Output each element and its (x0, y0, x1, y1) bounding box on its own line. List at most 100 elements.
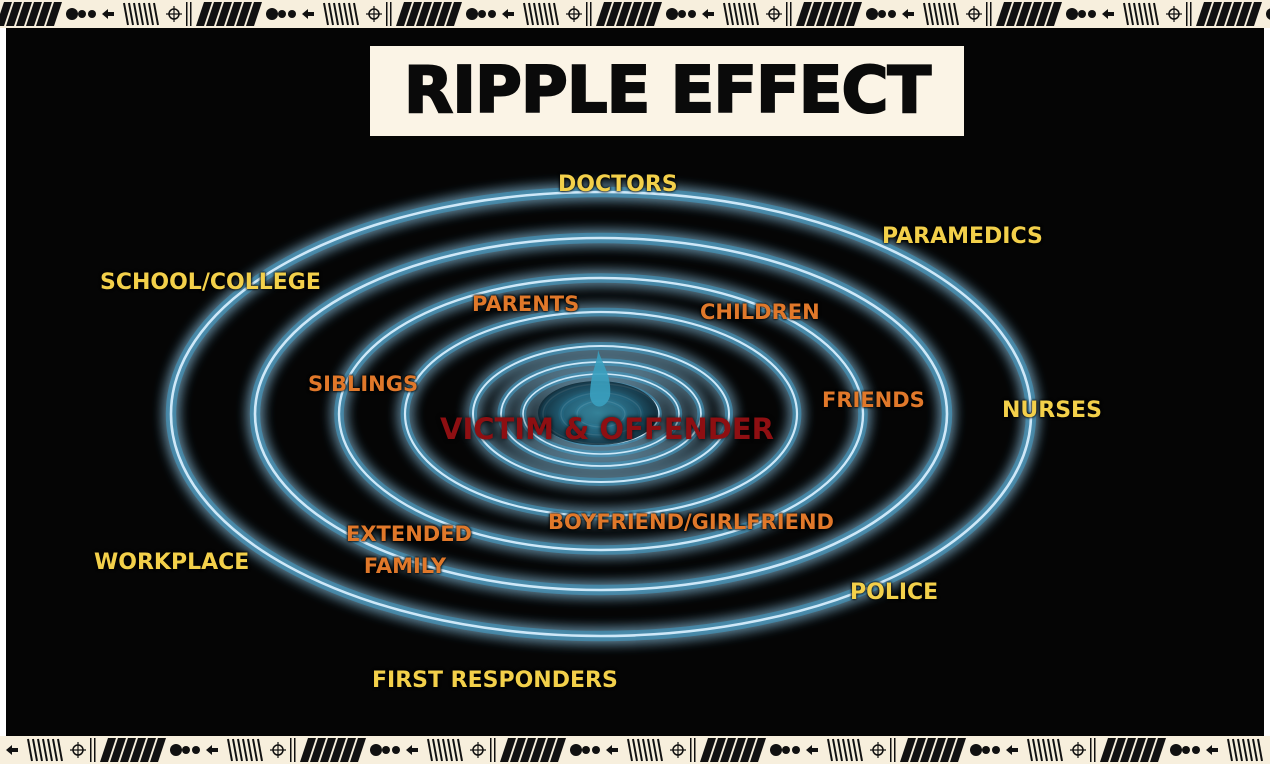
arrow-icon (1206, 745, 1218, 755)
pattern-strip (0, 736, 1270, 764)
lines-icon (1258, 739, 1262, 761)
divider (894, 738, 896, 762)
crosshair-icon (166, 6, 182, 22)
lines-icon (144, 3, 148, 25)
divider (186, 2, 188, 26)
lines-icon (529, 3, 533, 25)
lines-icon (754, 3, 758, 25)
divider (890, 738, 892, 762)
divider (990, 2, 992, 26)
lines-icon (1033, 739, 1037, 761)
lines-icon (1134, 3, 1138, 25)
lines-icon (729, 3, 733, 25)
divider (586, 2, 588, 26)
lines-icon (658, 739, 662, 761)
title-banner: RIPPLE EFFECT (370, 46, 964, 136)
dots-icon (1078, 10, 1086, 18)
lines-icon (134, 3, 138, 25)
lines-icon (324, 3, 328, 25)
lines-icon (453, 739, 457, 761)
dots-icon (192, 746, 200, 754)
lines-icon (258, 739, 262, 761)
divider (490, 738, 492, 762)
lines-icon (154, 3, 158, 25)
lines-icon (38, 739, 42, 761)
dots-icon (1182, 746, 1190, 754)
arrow-icon (302, 9, 314, 19)
lines-icon (524, 3, 528, 25)
label-police: POLICE (850, 580, 938, 605)
crosshair-icon (670, 742, 686, 758)
lines-icon (848, 739, 852, 761)
dots-icon (382, 746, 390, 754)
dots-icon (878, 10, 886, 18)
page-title: RIPPLE EFFECT (404, 54, 930, 128)
dots-icon (1266, 8, 1270, 20)
lines-icon (48, 739, 52, 761)
lines-icon (124, 3, 128, 25)
lines-icon (334, 3, 338, 25)
lines-icon (1139, 3, 1143, 25)
lines-icon (33, 739, 37, 761)
dots-icon (582, 746, 590, 754)
lines-icon (554, 3, 558, 25)
dots-icon (78, 10, 86, 18)
dots-icon (782, 746, 790, 754)
crosshair-icon (366, 6, 382, 22)
dots-icon (466, 8, 478, 20)
label-friends: FRIENDS (822, 388, 925, 412)
lines-icon (339, 3, 343, 25)
dots-icon (570, 744, 582, 756)
divider (294, 738, 296, 762)
divider (94, 738, 96, 762)
lines-icon (1243, 739, 1247, 761)
lines-icon (448, 739, 452, 761)
label-victim-offender: VICTIM & OFFENDER (440, 412, 774, 446)
lines-icon (539, 3, 543, 25)
label-doctors: DOCTORS (558, 172, 678, 197)
lines-icon (534, 3, 538, 25)
crosshair-icon (766, 6, 782, 22)
slide-canvas: RIPPLE EFFECT DOCTORS PARAMEDICS SCHOOL/… (6, 28, 1264, 736)
arrow-icon (6, 745, 18, 755)
lines-icon (1228, 739, 1232, 761)
lines-icon (633, 739, 637, 761)
crosshair-icon (566, 6, 582, 22)
lines-icon (853, 739, 857, 761)
lines-icon (1253, 739, 1257, 761)
lines-icon (433, 739, 437, 761)
lines-icon (638, 739, 642, 761)
lines-icon (58, 739, 62, 761)
lines-icon (1233, 739, 1237, 761)
lines-icon (724, 3, 728, 25)
lines-icon (949, 3, 953, 25)
dots-icon (1066, 8, 1078, 20)
lines-icon (238, 739, 242, 761)
lines-icon (243, 739, 247, 761)
bottom-pattern-border (0, 736, 1270, 764)
divider (590, 2, 592, 26)
crosshair-icon (870, 742, 886, 758)
lines-icon (628, 739, 632, 761)
lines-icon (1144, 3, 1148, 25)
pattern-strip (0, 0, 1270, 28)
lines-icon (929, 3, 933, 25)
lines-icon (833, 739, 837, 761)
dots-icon (1192, 746, 1200, 754)
lines-icon (924, 3, 928, 25)
dots-icon (866, 8, 878, 20)
crosshair-icon (470, 742, 486, 758)
lines-icon (749, 3, 753, 25)
lines-icon (843, 739, 847, 761)
lines-icon (838, 739, 842, 761)
lines-icon (1028, 739, 1032, 761)
lines-icon (139, 3, 143, 25)
lines-icon (428, 739, 432, 761)
dots-icon (488, 10, 496, 18)
arrow-icon (406, 745, 418, 755)
dots-icon (770, 744, 782, 756)
dots-icon (792, 746, 800, 754)
divider (690, 738, 692, 762)
lines-icon (458, 739, 462, 761)
arrow-icon (1102, 9, 1114, 19)
